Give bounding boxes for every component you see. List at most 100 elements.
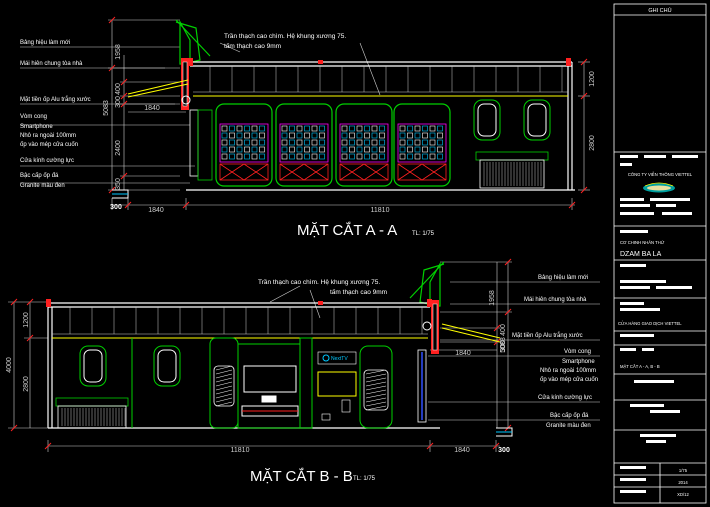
year-value: 2014 bbox=[678, 480, 688, 485]
section-a-label-base-2: Granite màu đen bbox=[20, 183, 65, 189]
section-a-right-windows bbox=[473, 99, 551, 141]
section-b-dimension-lines bbox=[8, 261, 600, 452]
section-a-roof-markers bbox=[188, 58, 571, 66]
section-a: Trần thạch cao chìm. Hệ khung xương 75. … bbox=[20, 16, 596, 239]
section-b-label-arch-2: Smartphone bbox=[562, 359, 595, 365]
company-name: CÔNG TY VIỄN THÔNG VIETTEL bbox=[628, 172, 693, 177]
title-block bbox=[613, 3, 707, 504]
drawing-name: MẶT CẮT A - A, B - B bbox=[620, 364, 660, 369]
section-a-dimension-ticks bbox=[108, 16, 588, 209]
section-a-display-panels bbox=[215, 103, 451, 187]
section-b-dim-1840-inner: 1840 bbox=[455, 350, 471, 357]
section-b-dim-left-2800: 2800 bbox=[23, 376, 30, 392]
section-b-display-wall bbox=[209, 337, 393, 429]
section-b-light bbox=[422, 321, 432, 331]
section-a-dim-right-2800: 2800 bbox=[589, 135, 596, 151]
display-panel bbox=[275, 103, 333, 187]
section-b-label-arch-4: ốp vào mép cửa cuốn bbox=[540, 376, 598, 383]
section-b-shelves bbox=[213, 365, 389, 411]
section-a-ceiling-note-2: tấm thạch cao 9mm bbox=[224, 41, 281, 50]
section-a-light bbox=[181, 95, 191, 105]
section-a-label-sign: Bảng hiệu làm mới bbox=[20, 40, 70, 46]
scale-value: 1/75 bbox=[679, 468, 688, 473]
section-b-tv-unit bbox=[241, 365, 299, 417]
section-b-label-arch-3: Nhô ra ngoài 100mm bbox=[540, 368, 596, 374]
section-a-scale: TL: 1/75 bbox=[412, 231, 435, 237]
section-b-ceiling-note-2: tấm thạch cao 9mm bbox=[330, 287, 387, 296]
section-b-tv-brand: NextTV bbox=[331, 356, 348, 362]
section-b-dim-right-400: 400 bbox=[500, 324, 507, 336]
section-a-alu-front bbox=[127, 79, 189, 98]
section-b-dim-right-300: 300 bbox=[500, 340, 507, 352]
title-block-bars bbox=[620, 155, 698, 493]
section-a-label-arch-3: Nhô ra ngoài 100mm bbox=[20, 133, 76, 139]
section-a-counter bbox=[475, 151, 549, 189]
section-b-dim-bottom-300: 300 bbox=[498, 447, 510, 454]
section-a-dim-2400: 2400 bbox=[115, 140, 122, 156]
section-b-counter bbox=[55, 397, 129, 429]
section-a-dim-400: 400 bbox=[115, 83, 122, 95]
nexttv-logo-icon bbox=[322, 354, 330, 362]
section-b: NextTV Trần thạch cao chìm. Hệ khung xươ… bbox=[6, 258, 600, 485]
section-b-label-front: Mặt tiền ốp Alu trắng xước bbox=[512, 332, 583, 339]
section-a-label-arch-1: Vòm cong bbox=[20, 114, 47, 120]
section-b-label-glass: Cửa kính cường lực bbox=[538, 394, 592, 401]
notes-header: GHI CHÚ bbox=[648, 7, 671, 14]
section-a-dim-bottom-1840: 1840 bbox=[148, 207, 164, 214]
section-a-title: MẶT CẮT A - A bbox=[297, 221, 397, 239]
project-description: CỬA HÀNG GIAO DỊCH VIETTEL bbox=[618, 321, 682, 326]
section-a-glass-door bbox=[189, 109, 213, 181]
section-a-dim-350: 350 bbox=[115, 178, 122, 190]
section-a-awning bbox=[175, 19, 211, 65]
section-b-roof-markers bbox=[46, 299, 432, 307]
section-a-label-glass: Cửa kính cường lực bbox=[20, 157, 74, 164]
section-b-ceiling bbox=[52, 333, 428, 339]
project-owner: CƠ CHINH NHÂN THỨ bbox=[620, 240, 665, 245]
section-a-label-arch-4: ốp vào mép cửa cuốn bbox=[20, 141, 78, 148]
section-a-walls bbox=[186, 61, 575, 191]
section-b-ceiling-joists bbox=[69, 307, 423, 334]
section-a-dim-bottom-300: 300 bbox=[110, 204, 122, 211]
section-b-floor-step bbox=[496, 427, 513, 437]
section-b-label-awning: Mái hiên chung tòa nhà bbox=[524, 297, 587, 303]
section-b-dim-bottom-11810: 11810 bbox=[231, 447, 250, 454]
section-a-dim-bottom-11810: 11810 bbox=[371, 207, 390, 214]
section-b-label-arch-1: Vòm cong bbox=[564, 349, 591, 355]
section-b-dim-right-1958: 1958 bbox=[489, 290, 496, 306]
section-a-label-front: Mặt tiền ốp Alu trắng xước bbox=[20, 96, 91, 103]
section-b-label-base-1: Bậc cấp ốp đá bbox=[550, 413, 589, 419]
section-a-ceiling-note-1: Trần thạch cao chìm. Hệ khung xương 75. bbox=[224, 31, 346, 40]
section-a-dim-top: 1958 bbox=[115, 44, 122, 60]
display-panel bbox=[393, 103, 451, 187]
section-b-scale: TL: 1/75 bbox=[353, 476, 376, 482]
section-b-ceiling-note-1: Trần thạch cao chìm. Hệ khung xương 75. bbox=[258, 277, 380, 286]
section-b-glass-door bbox=[417, 349, 427, 423]
section-a-label-base-1: Bậc cấp ốp đá bbox=[20, 173, 59, 179]
section-b-title: MẶT CẮT B - B bbox=[250, 467, 353, 485]
sheet-number: XD/12 bbox=[677, 492, 689, 497]
section-b-left-windows bbox=[79, 345, 181, 387]
section-a-dim-height: 5083 bbox=[103, 100, 110, 116]
section-a-dim-300: 300 bbox=[115, 96, 122, 108]
section-b-dimension-ticks bbox=[10, 258, 512, 450]
project-name: DZAM BA LA bbox=[620, 251, 662, 258]
section-a-dim-right-1200: 1200 bbox=[589, 71, 596, 87]
section-a-label-awning: Mái hiên chung tòa nhà bbox=[20, 61, 83, 67]
section-b-dim-bottom-1840: 1840 bbox=[454, 447, 470, 454]
section-b-label-sign: Bảng hiệu làm mới bbox=[538, 275, 588, 281]
display-panel bbox=[215, 103, 273, 187]
section-b-tv-panel bbox=[317, 371, 357, 397]
section-a-ceiling bbox=[193, 91, 568, 97]
display-panel bbox=[335, 103, 393, 187]
section-b-label-base-2: Granite màu đen bbox=[546, 423, 591, 429]
section-b-dim-left-4000: 4000 bbox=[6, 357, 13, 373]
section-b-hatch bbox=[215, 365, 387, 411]
section-b-dim-left-1200: 1200 bbox=[23, 312, 30, 328]
section-b-dim-right-5083: 5083 bbox=[500, 337, 507, 353]
section-a-dim-1840-inner: 1840 bbox=[144, 105, 160, 112]
section-a-ceiling-joists bbox=[209, 66, 563, 92]
viettel-logo bbox=[643, 182, 675, 193]
section-a-label-arch-2: Smartphone bbox=[20, 124, 53, 130]
section-a-floor-step bbox=[112, 189, 129, 199]
section-a-dimension-lines bbox=[20, 19, 590, 210]
